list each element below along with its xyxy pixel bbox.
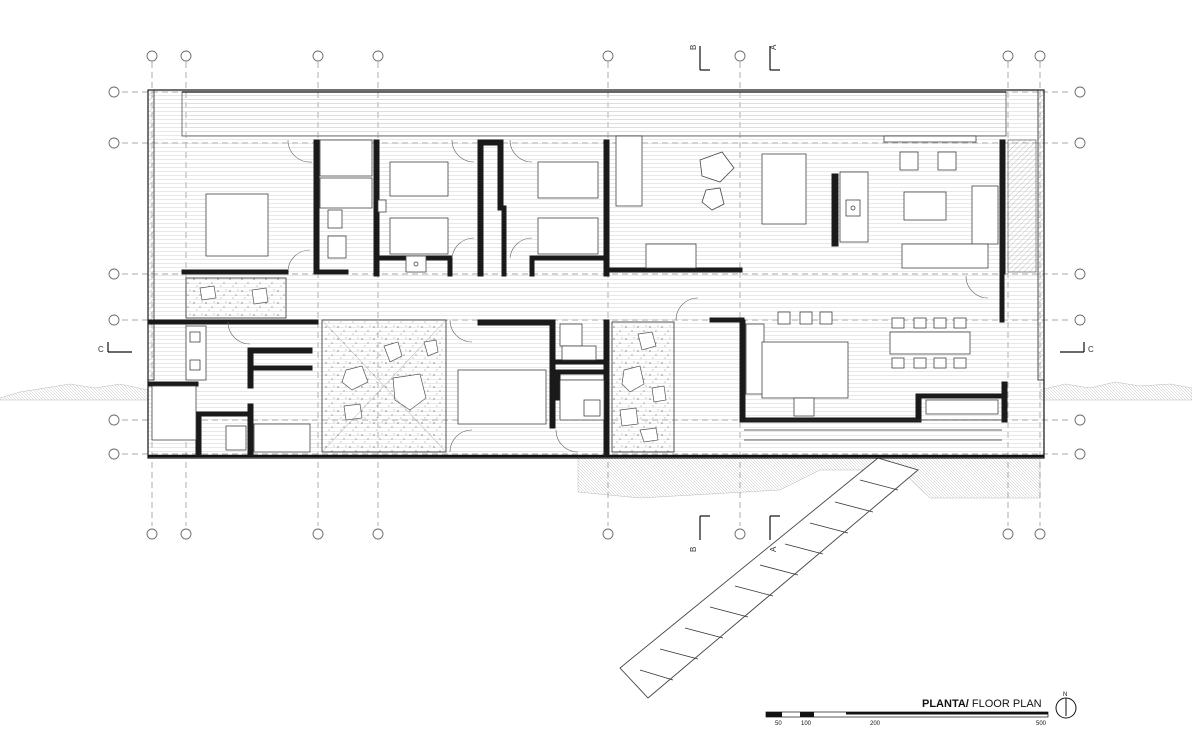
drawing-title-bold: PLANTA/ — [922, 698, 969, 710]
section-label-c-right: C — [1088, 345, 1094, 354]
north-arrow-label: N — [1063, 692, 1067, 698]
door-swings — [227, 139, 989, 453]
section-label-b-bottom: B — [689, 547, 698, 552]
scale-label-50: 50 — [775, 721, 782, 727]
courtyards — [185, 277, 675, 453]
drawing-title: PLANTA/ FLOOR PLAN — [922, 698, 1042, 710]
scale-label-200: 200 — [870, 721, 881, 727]
terrain-hatch — [0, 381, 1192, 499]
title-block: PLANTA/ FLOOR PLAN N 50 100 200 500 — [765, 692, 1077, 727]
furniture — [151, 135, 1002, 453]
scale-label-100: 100 — [801, 721, 812, 727]
section-label-a-bottom: A — [769, 546, 778, 552]
section-label-a-top: A — [769, 44, 778, 50]
section-label-b-top: B — [689, 45, 698, 50]
section-label-c-left: C — [98, 345, 104, 354]
scale-label-500: 500 — [1036, 721, 1047, 727]
access-walkway — [619, 457, 919, 699]
grid-bubbles — [108, 50, 1086, 540]
scale-bar: 50 100 200 500 — [765, 711, 1049, 727]
drawing-title-regular: FLOOR PLAN — [969, 698, 1042, 710]
section-markers: A B A B C C — [98, 44, 1094, 552]
